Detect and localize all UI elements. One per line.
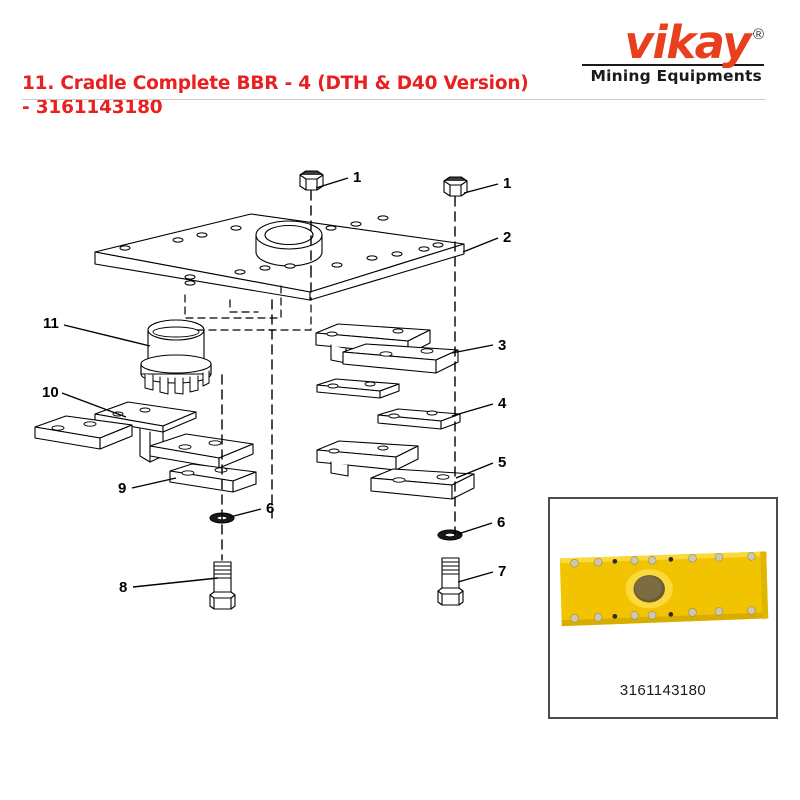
callout-1-right: 1 — [503, 175, 511, 192]
callout-10: 10 — [42, 384, 59, 401]
photo-bolt-row-bottom — [570, 606, 756, 623]
photo-center-hub — [623, 569, 675, 614]
reference-photo — [550, 500, 776, 658]
part-hex-bolt-right — [437, 557, 464, 606]
assembly-centerlines — [221, 190, 456, 561]
leader-6-left — [229, 508, 262, 518]
leader-9 — [131, 477, 177, 489]
title-divider-rule — [22, 99, 766, 100]
leader-5 — [455, 462, 494, 479]
part-flat-strip-right — [377, 408, 461, 430]
callout-5: 5 — [498, 454, 506, 471]
part-flat-strip-left — [169, 463, 257, 493]
leader-11 — [63, 324, 151, 347]
callout-9: 9 — [118, 480, 126, 497]
leader-7 — [457, 571, 494, 583]
brand-logo: ® vikay Mining Equipments — [564, 16, 764, 86]
part-cradle-bracket-left — [34, 401, 254, 469]
callout-11: 11 — [43, 315, 59, 332]
callout-numbers: 1 1 2 3 4 5 6 6 7 8 9 10 11 — [42, 169, 511, 596]
assembly-hidden-lines — [184, 282, 312, 331]
part-hex-bolt-left — [209, 561, 236, 610]
callout-1-left: 1 — [353, 169, 361, 186]
registered-trademark-icon: ® — [752, 26, 764, 43]
leader-10 — [61, 392, 127, 418]
leader-2 — [462, 237, 499, 253]
photo-bolt-row-top — [570, 552, 756, 568]
page-title-line-2: - 3161143180 — [22, 96, 163, 118]
part-spring-washer-right — [437, 529, 463, 541]
part-clamp-block-upper-right — [315, 323, 459, 399]
leader-1-right — [463, 183, 499, 194]
leader-8 — [132, 577, 219, 588]
part-hex-nut-right — [443, 176, 468, 197]
leader-3 — [451, 344, 494, 354]
page-title-line-1: 11. Cradle Complete BBR - 4 (DTH & D40 V… — [22, 73, 529, 94]
leader-4 — [451, 403, 494, 417]
photo-part-number-caption: 3161143180 — [619, 682, 707, 699]
callout-2: 2 — [503, 229, 511, 246]
callout-leaders — [61, 177, 499, 588]
leader-6-right — [457, 522, 493, 535]
page-title: 11. Cradle Complete BBR - 4 (DTH & D40 V… — [22, 72, 762, 119]
part-splined-bush — [140, 319, 212, 395]
part-cradle-main-plate — [94, 213, 465, 301]
leader-1-left — [315, 177, 349, 189]
reference-photo-frame: 3161143180 — [548, 497, 778, 719]
part-clamp-block-lower-right — [316, 440, 475, 500]
callout-3: 3 — [498, 337, 506, 354]
part-hex-nut-left — [299, 170, 324, 191]
brand-tagline: Mining Equipments — [590, 67, 762, 86]
logo-divider-rule — [582, 64, 764, 67]
callout-6-left: 6 — [266, 500, 274, 517]
callout-4: 4 — [498, 395, 507, 412]
callout-7: 7 — [498, 563, 506, 580]
callout-8: 8 — [119, 579, 127, 596]
brand-wordmark: vikay — [624, 16, 751, 69]
callout-6-right: 6 — [497, 514, 505, 531]
